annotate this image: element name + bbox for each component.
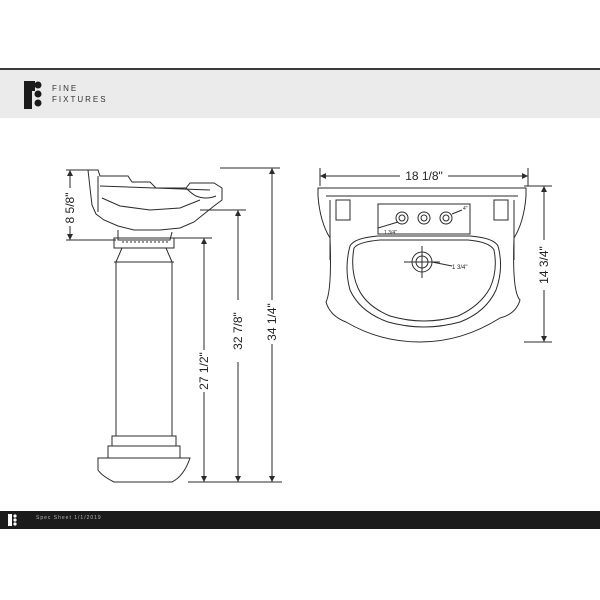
side-view-dimensions xyxy=(66,167,282,483)
footer-bar: Spec Sheet 1/1/2019 xyxy=(0,511,600,529)
hole-diameter-label: 1 3/4" xyxy=(384,230,397,236)
brand-line-2: FIXTURES xyxy=(52,95,108,104)
width-label: 18 1/8" xyxy=(405,169,443,183)
faucet-spread-label: 4" xyxy=(463,206,468,212)
basin-height-label: 27 1/2" xyxy=(197,352,211,390)
footer-text: Spec Sheet 1/1/2019 xyxy=(36,515,102,521)
header-bar: FINE FIXTURES xyxy=(0,70,600,118)
top-view-dimensions xyxy=(319,168,552,343)
dimension-arrows xyxy=(67,168,547,482)
drain-diameter-label: 1 3/4" xyxy=(452,265,467,271)
side-view-sink xyxy=(87,169,223,483)
top-view-sink xyxy=(317,187,527,343)
fine-fixtures-logo-icon xyxy=(24,81,42,109)
spec-sheet: FINE FIXTURES xyxy=(0,68,600,532)
brand-line-1: FINE xyxy=(52,84,79,93)
depth-label: 14 3/4" xyxy=(537,246,551,284)
overall-height-label: 34 1/4" xyxy=(265,303,279,341)
footer-logo-icon xyxy=(8,514,17,526)
rim-height-label: 32 7/8" xyxy=(231,312,245,350)
brand-name: FINE FIXTURES xyxy=(52,83,108,105)
bowl-height-label: 8 5/8" xyxy=(63,193,77,224)
